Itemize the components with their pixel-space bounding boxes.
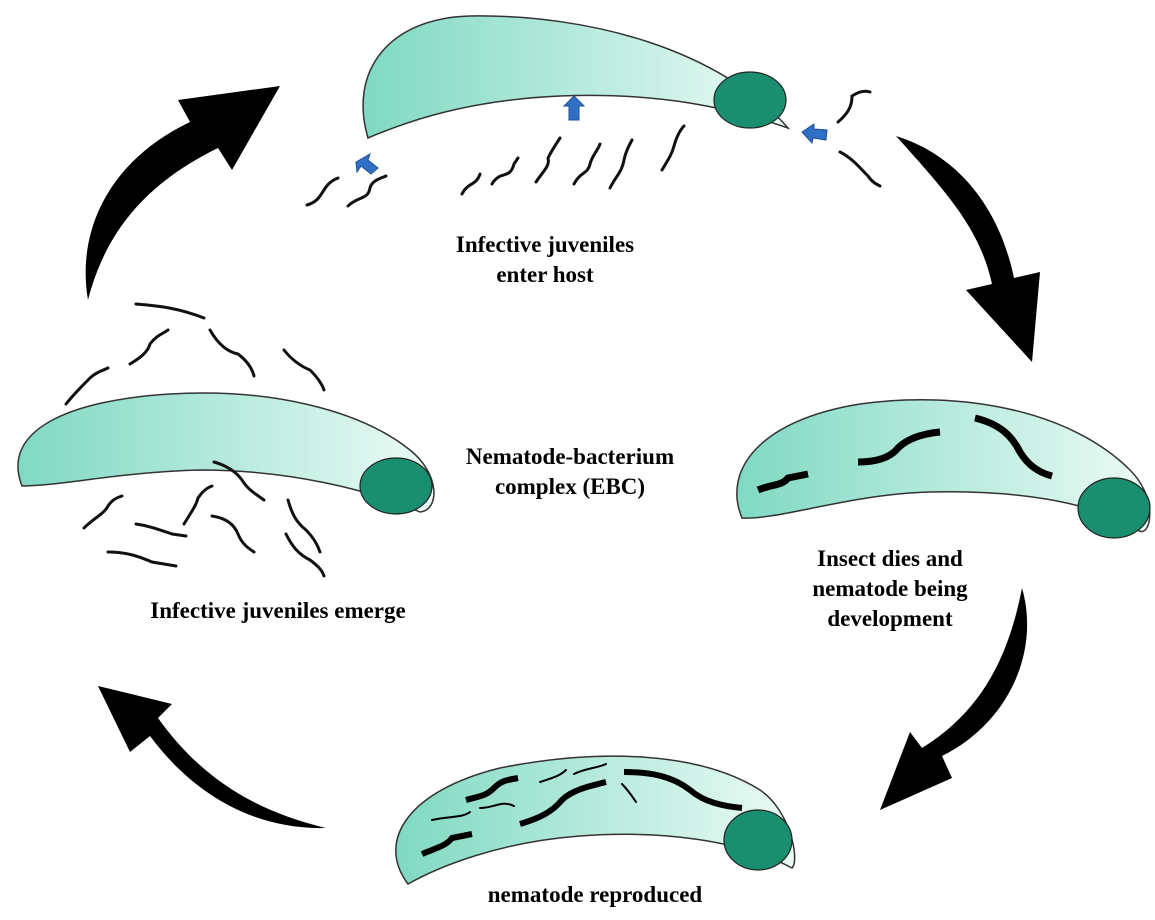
nematode-icon bbox=[210, 514, 256, 554]
larva-head bbox=[359, 457, 433, 515]
nematode-icon bbox=[106, 550, 178, 568]
nematode-icon bbox=[286, 498, 322, 554]
larva-head bbox=[1077, 477, 1151, 539]
nematode-icon bbox=[519, 779, 607, 827]
label-emerge: Infective juveniles emerge bbox=[120, 596, 436, 626]
nematode-icon bbox=[346, 174, 388, 208]
label-line: nematode reproduced bbox=[487, 882, 703, 907]
nematode-icon bbox=[836, 89, 872, 124]
nematode-icon bbox=[534, 136, 562, 184]
nematode-icon bbox=[608, 138, 634, 190]
nematode-icon bbox=[64, 366, 110, 406]
nematode-icon bbox=[420, 831, 473, 857]
cycle-arrow-icon bbox=[880, 588, 1028, 810]
nematode-icon bbox=[212, 460, 266, 502]
host-larva-left bbox=[17, 392, 435, 515]
nematode-icon bbox=[539, 769, 567, 783]
label-insect-dies: Insect dies and nematode being developme… bbox=[770, 544, 1010, 634]
nematode-icon bbox=[974, 414, 1053, 480]
nematode-icon bbox=[490, 156, 520, 186]
nematode-icon bbox=[479, 802, 515, 809]
nematode-icon bbox=[182, 484, 214, 526]
larva-head bbox=[723, 809, 793, 871]
label-line: complex (EBC) bbox=[494, 474, 646, 499]
label-line: Infective juveniles bbox=[455, 232, 635, 257]
label-line: enter host bbox=[496, 262, 594, 287]
nematode-icon bbox=[284, 532, 326, 578]
nematode-icon bbox=[134, 302, 206, 320]
label-reproduced: nematode reproduced bbox=[460, 880, 730, 910]
nematode-icon bbox=[465, 775, 519, 803]
entry-arrow-icon bbox=[562, 95, 586, 121]
nematode-icon bbox=[305, 176, 340, 207]
nematode-icon bbox=[282, 348, 326, 392]
nematode-icon bbox=[134, 522, 188, 538]
larva-head bbox=[713, 71, 787, 129]
label-line: Nematode-bacterium bbox=[465, 444, 675, 469]
entry-arrow-icon bbox=[355, 152, 379, 175]
host-larva-right bbox=[736, 399, 1151, 539]
label-line: development bbox=[827, 606, 953, 631]
nematode-icon bbox=[660, 124, 686, 172]
label-line: nematode being bbox=[812, 576, 968, 601]
nematode-icon bbox=[431, 811, 471, 821]
cycle-arrow-icon bbox=[85, 86, 280, 300]
host-larva-top bbox=[362, 15, 791, 140]
nematode-icon bbox=[623, 769, 743, 811]
nematode-icon bbox=[573, 763, 607, 775]
nematode-icon bbox=[857, 428, 941, 466]
nematode-icon bbox=[128, 328, 170, 366]
cycle-arrow-icon bbox=[896, 136, 1040, 362]
nematode-icon bbox=[621, 783, 637, 803]
nematode-icon bbox=[838, 150, 882, 188]
nematode-icon bbox=[572, 142, 602, 186]
label-line: Insect dies and bbox=[817, 546, 963, 571]
nematode-icon bbox=[460, 172, 482, 196]
cycle-arrow-icon bbox=[98, 686, 326, 829]
host-larva-bottom bbox=[395, 755, 796, 885]
nematode-icon bbox=[756, 470, 809, 494]
label-line: Infective juveniles emerge bbox=[150, 598, 406, 623]
entry-arrow-icon bbox=[801, 123, 828, 145]
nematode-icon bbox=[208, 328, 256, 378]
nematode-icon bbox=[82, 494, 124, 530]
label-ebc: Nematode-bacterium complex (EBC) bbox=[430, 442, 710, 502]
label-enter-host: Infective juveniles enter host bbox=[440, 230, 650, 290]
